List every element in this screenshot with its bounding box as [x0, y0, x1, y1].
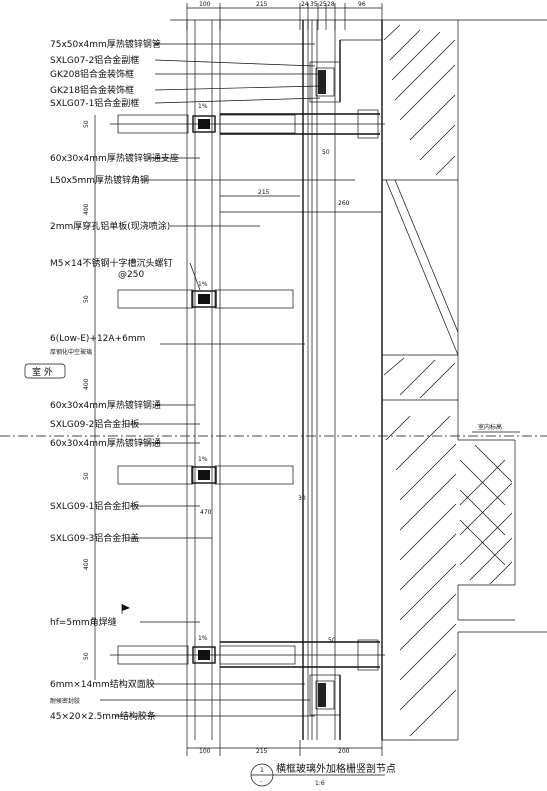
dim-bottom-215: 215 — [256, 748, 268, 755]
dim-top-96: 96 — [358, 1, 366, 8]
label-sealant: 耐候密封胶 — [50, 697, 80, 705]
dim-50-b: 50 — [328, 637, 336, 644]
label-sxlg09-1: SXLG09-1铝合金扣板 — [50, 500, 139, 512]
inner-dimensions: 215 260 50 30 470 50 400 400 400 50 50 5… — [83, 103, 382, 680]
label-sxlg07-1: SXLG07-1铝合金副框 — [50, 97, 139, 109]
flag-marker — [121, 604, 130, 614]
dim-bottom-200: 200 — [338, 748, 350, 755]
dim-pct-3: 1% — [198, 456, 208, 463]
dim-50-d: 50 — [83, 295, 90, 303]
finish-label: 室内标高 — [478, 423, 502, 431]
title-scale: 1:6 — [315, 780, 325, 787]
label-glass: 6(Low-E)+12A+6mm — [50, 334, 145, 344]
steel-mullion — [186, 20, 221, 740]
brackets — [220, 109, 380, 671]
dim-top-25: 25 — [319, 1, 327, 8]
label-gk218: GK218铝合金装饰框 — [50, 84, 134, 96]
label-tape: 6mm×14mm结构双面胶 — [50, 678, 155, 690]
dim-400-b: 400 — [83, 378, 90, 390]
title-sheet: - — [260, 778, 262, 785]
dim-top-35: 35 — [310, 1, 318, 8]
dim-50-e: 50 — [83, 472, 90, 480]
dim-400-a: 400 — [83, 203, 90, 215]
dim-50-c: 50 — [83, 120, 90, 128]
bottom-dimension-chain: 100 215 200 — [186, 740, 383, 756]
label-steel-tube-60-b: 60x30x4mm厚热镀锌钢通 — [50, 437, 161, 449]
dim-260: 260 — [338, 200, 350, 207]
dim-top-100: 100 — [199, 1, 211, 8]
dim-top-215: 215 — [256, 1, 268, 8]
dim-50-f: 50 — [83, 652, 90, 660]
label-sxlg09-3: SXLG09-3铝合金扣盖 — [50, 532, 139, 544]
label-sxlg09-2: SXLG09-2铝合金扣板 — [50, 418, 139, 430]
label-sxlg07-2: SXLG07-2铝合金副框 — [50, 54, 139, 66]
dim-top-28: 28 — [327, 1, 335, 8]
dim-pct-1: 1% — [198, 103, 208, 110]
label-gasket: 45×20×2.5mm结构胶条 — [50, 710, 156, 722]
outside-label: 室 外 — [32, 366, 53, 378]
dim-pct-2: 1% — [198, 281, 208, 288]
louver-blade-2 — [117, 289, 294, 309]
title-number: 1 — [260, 767, 264, 774]
dim-top-24: 24 — [301, 1, 309, 8]
dim-400-c: 400 — [83, 558, 90, 570]
label-angle-steel: L50x5mm厚热镀锌角钢 — [50, 174, 149, 186]
label-screw-spacing: @250 — [118, 270, 144, 280]
label-steel-support: 60x30x4mm厚热镀锌钢通支座 — [50, 152, 179, 164]
label-screw: M5×14不锈钢十字槽沉头螺钉 — [50, 257, 173, 269]
label-glass-type: 厚钢化中空玻璃 — [50, 348, 92, 356]
label-steel-tube-75: 75x50x4mm厚热镀锌钢管 — [50, 38, 161, 50]
louver-blade-3 — [117, 465, 294, 485]
outside-tag: 室 外 — [24, 363, 66, 379]
dim-470: 470 — [200, 509, 212, 516]
top-frame-profile — [309, 39, 382, 103]
bottom-frame-profile — [309, 674, 341, 740]
louver-blade-1 — [110, 114, 385, 134]
dim-pct-4: 1% — [198, 635, 208, 642]
louver-blade-4 — [110, 645, 385, 665]
title-name: 横框玻璃外加格栅竖剖节点 — [276, 762, 396, 775]
label-perforated-panel: 2mm厚穿孔铝单板(现浇喷涂) — [50, 220, 170, 232]
finish-level: 室内标高 — [472, 423, 520, 433]
glass-unit — [302, 20, 336, 740]
label-steel-tube-60-a: 60x30x4mm厚热镀锌钢通 — [50, 399, 161, 411]
label-gk208: GK208铝合金装饰框 — [50, 68, 134, 80]
label-fillet-weld: hf=5mm角焊缝 — [50, 616, 117, 628]
concrete-wall — [381, 20, 547, 741]
dim-50-a: 50 — [322, 149, 330, 156]
leader-lines — [100, 43, 355, 717]
dim-30: 30 — [298, 495, 306, 502]
title-block: 1 - 横框玻璃外加格栅竖剖节点 1:6 — [250, 762, 396, 787]
dim-bottom-100: 100 — [199, 748, 211, 755]
annotations: 75x50x4mm厚热镀锌钢管 SXLG07-2铝合金副框 GK208铝合金装饰… — [50, 38, 179, 722]
top-dimension-chain: 100 215 24 35 25 28 96 — [186, 1, 383, 30]
dim-215: 215 — [258, 189, 270, 196]
